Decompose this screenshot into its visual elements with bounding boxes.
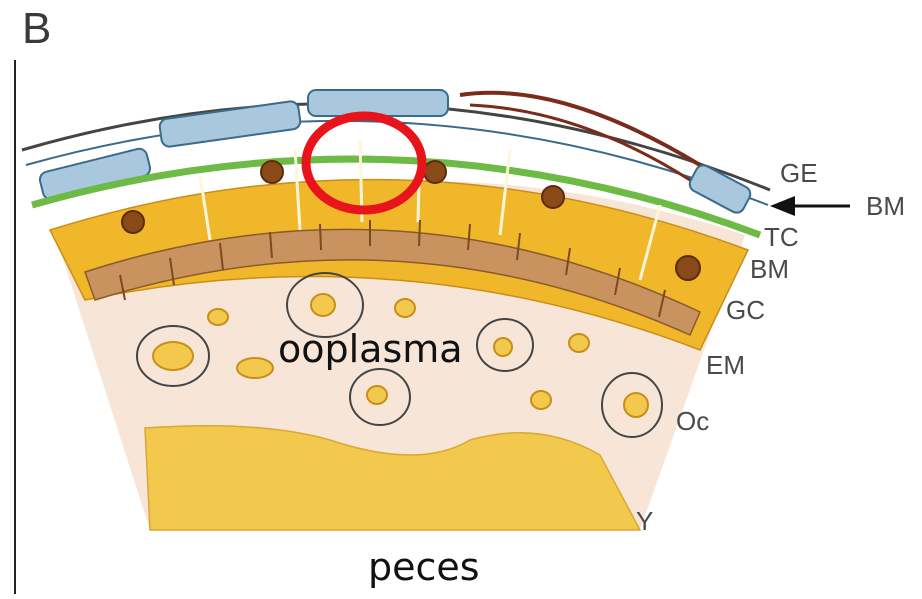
granulosa-nucleus bbox=[424, 161, 446, 183]
annotation-ooplasma: ooplasma bbox=[278, 330, 463, 368]
label-y: Y bbox=[636, 508, 653, 534]
label-bm-arrow: BM bbox=[866, 193, 905, 219]
yolk-vesicle bbox=[569, 334, 589, 352]
yolk-vesicle bbox=[208, 309, 228, 325]
yolk-vesicle bbox=[367, 386, 387, 404]
granulosa-nucleus bbox=[122, 211, 144, 233]
theca-cell bbox=[308, 90, 448, 116]
yolk-vesicle bbox=[311, 294, 335, 316]
granulosa-nucleus bbox=[542, 186, 564, 208]
yolk-vesicle bbox=[624, 393, 648, 417]
annotation-peces: peces bbox=[368, 548, 480, 586]
bm-arrow-head bbox=[770, 196, 795, 216]
label-tc: TC bbox=[764, 224, 799, 250]
label-bm: BM bbox=[750, 256, 789, 282]
yolk-vesicle bbox=[237, 358, 273, 378]
granulosa-nucleus bbox=[676, 256, 700, 280]
theca-cell bbox=[159, 100, 302, 147]
panel-letter: B bbox=[22, 4, 51, 54]
label-em: EM bbox=[706, 352, 745, 378]
label-oc: Oc bbox=[676, 408, 709, 434]
label-ge: GE bbox=[780, 160, 818, 186]
left-border-line bbox=[14, 60, 16, 594]
yolk-vesicle bbox=[531, 391, 551, 409]
yolk-vesicle bbox=[395, 299, 415, 317]
granulosa-nucleus bbox=[261, 161, 283, 183]
label-gc: GC bbox=[726, 297, 765, 323]
yolk-vesicle bbox=[153, 342, 193, 370]
yolk-vesicle bbox=[494, 338, 512, 356]
theca-cell bbox=[38, 147, 152, 201]
